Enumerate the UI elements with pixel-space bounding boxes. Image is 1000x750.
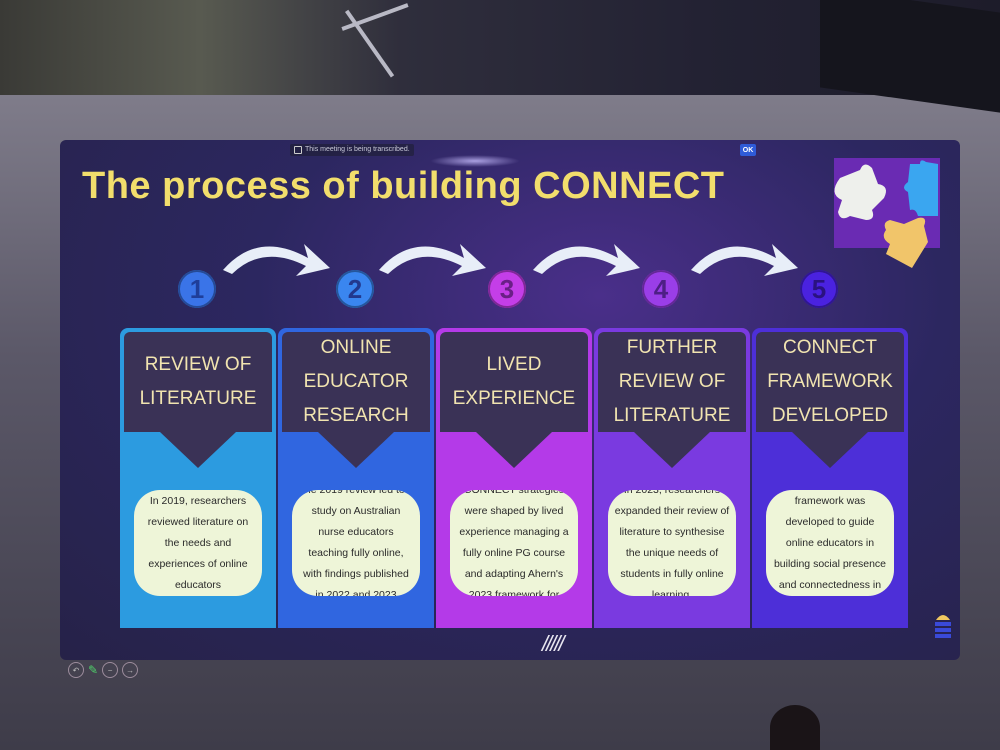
minus-icon[interactable]: − xyxy=(102,662,119,678)
step-heading: REVIEW OF LITERATURE xyxy=(124,332,272,432)
step-number-text: 4 xyxy=(653,273,669,304)
step-number-text: 3 xyxy=(499,273,515,304)
step-description: In 2019, researchers reviewed literature… xyxy=(134,490,262,596)
step-number-2: 2 xyxy=(336,270,374,308)
step-heading: ONLINE EDUCATOR RESEARCH xyxy=(282,332,430,432)
puzzle-piece-yellow xyxy=(883,217,928,268)
step-card-3: LIVED EXPERIENCE In 2021, the initial CO… xyxy=(436,328,592,628)
screen-glare xyxy=(430,155,520,167)
ok-button[interactable]: OK xyxy=(740,144,756,156)
curved-arrow-icon xyxy=(533,244,640,276)
heading-pointer xyxy=(634,432,710,468)
step-card-4: FURTHER REVIEW OF LITERATURE In 2023, re… xyxy=(594,328,750,628)
heading-pointer xyxy=(318,432,394,468)
heading-pointer xyxy=(792,432,868,468)
undo-icon[interactable]: ↶ xyxy=(68,662,84,678)
step-number-text: 5 xyxy=(811,273,827,304)
decorative-slashes: ///// xyxy=(542,631,565,656)
step-number-1: 1 xyxy=(178,270,216,308)
step-number-3: 3 xyxy=(488,270,526,308)
puzzle-piece-blue xyxy=(904,160,938,216)
heading-pointer xyxy=(160,432,236,468)
step-number-text: 1 xyxy=(189,273,205,304)
step-description: In 2021, the initial CONNECT strategies … xyxy=(450,490,578,596)
step-heading: LIVED EXPERIENCE xyxy=(440,332,588,432)
step-description: In 2023, researchers expanded their revi… xyxy=(608,490,736,596)
step-card-2: ONLINE EDUCATOR RESEARCH The 2019 review… xyxy=(278,328,434,628)
slide-title: The process of building CONNECT xyxy=(82,165,725,207)
process-steps: 1 2 3 4 5 xyxy=(118,244,918,340)
step-number-text: 2 xyxy=(347,273,363,304)
university-crest-icon xyxy=(935,615,951,638)
transcription-text: This meeting is being transcribed. xyxy=(305,146,410,153)
forward-icon[interactable]: → xyxy=(122,662,139,678)
heading-pointer xyxy=(476,432,552,468)
step-description: In 2023, the final framework was develop… xyxy=(766,490,894,596)
curved-arrow-icon xyxy=(691,244,798,276)
puzzle-pieces-icon xyxy=(834,158,940,268)
annotation-toolbar: ↶ ✎ − → xyxy=(68,662,139,678)
curved-arrow-icon xyxy=(223,244,330,276)
transcription-banner: This meeting is being transcribed. xyxy=(290,144,414,156)
puzzle-piece-white xyxy=(834,164,886,220)
pen-icon[interactable]: ✎ xyxy=(88,663,99,677)
presenter-silhouette xyxy=(770,705,820,750)
step-description: The 2019 review led to a study on Austra… xyxy=(292,490,420,596)
presentation-slide: The process of building CONNECT This mee… xyxy=(60,140,960,660)
step-number-4: 4 xyxy=(642,270,680,308)
transcription-icon xyxy=(294,146,302,154)
step-heading: CONNECT FRAMEWORK DEVELOPED xyxy=(756,332,904,432)
step-card-1: REVIEW OF LITERATURE In 2019, researcher… xyxy=(120,328,276,628)
curved-arrow-icon xyxy=(379,244,486,276)
step-number-5: 5 xyxy=(800,270,838,308)
step-heading: FURTHER REVIEW OF LITERATURE xyxy=(598,332,746,432)
step-card-5: CONNECT FRAMEWORK DEVELOPED In 2023, the… xyxy=(752,328,908,628)
step-cards: REVIEW OF LITERATURE In 2019, researcher… xyxy=(120,328,920,628)
